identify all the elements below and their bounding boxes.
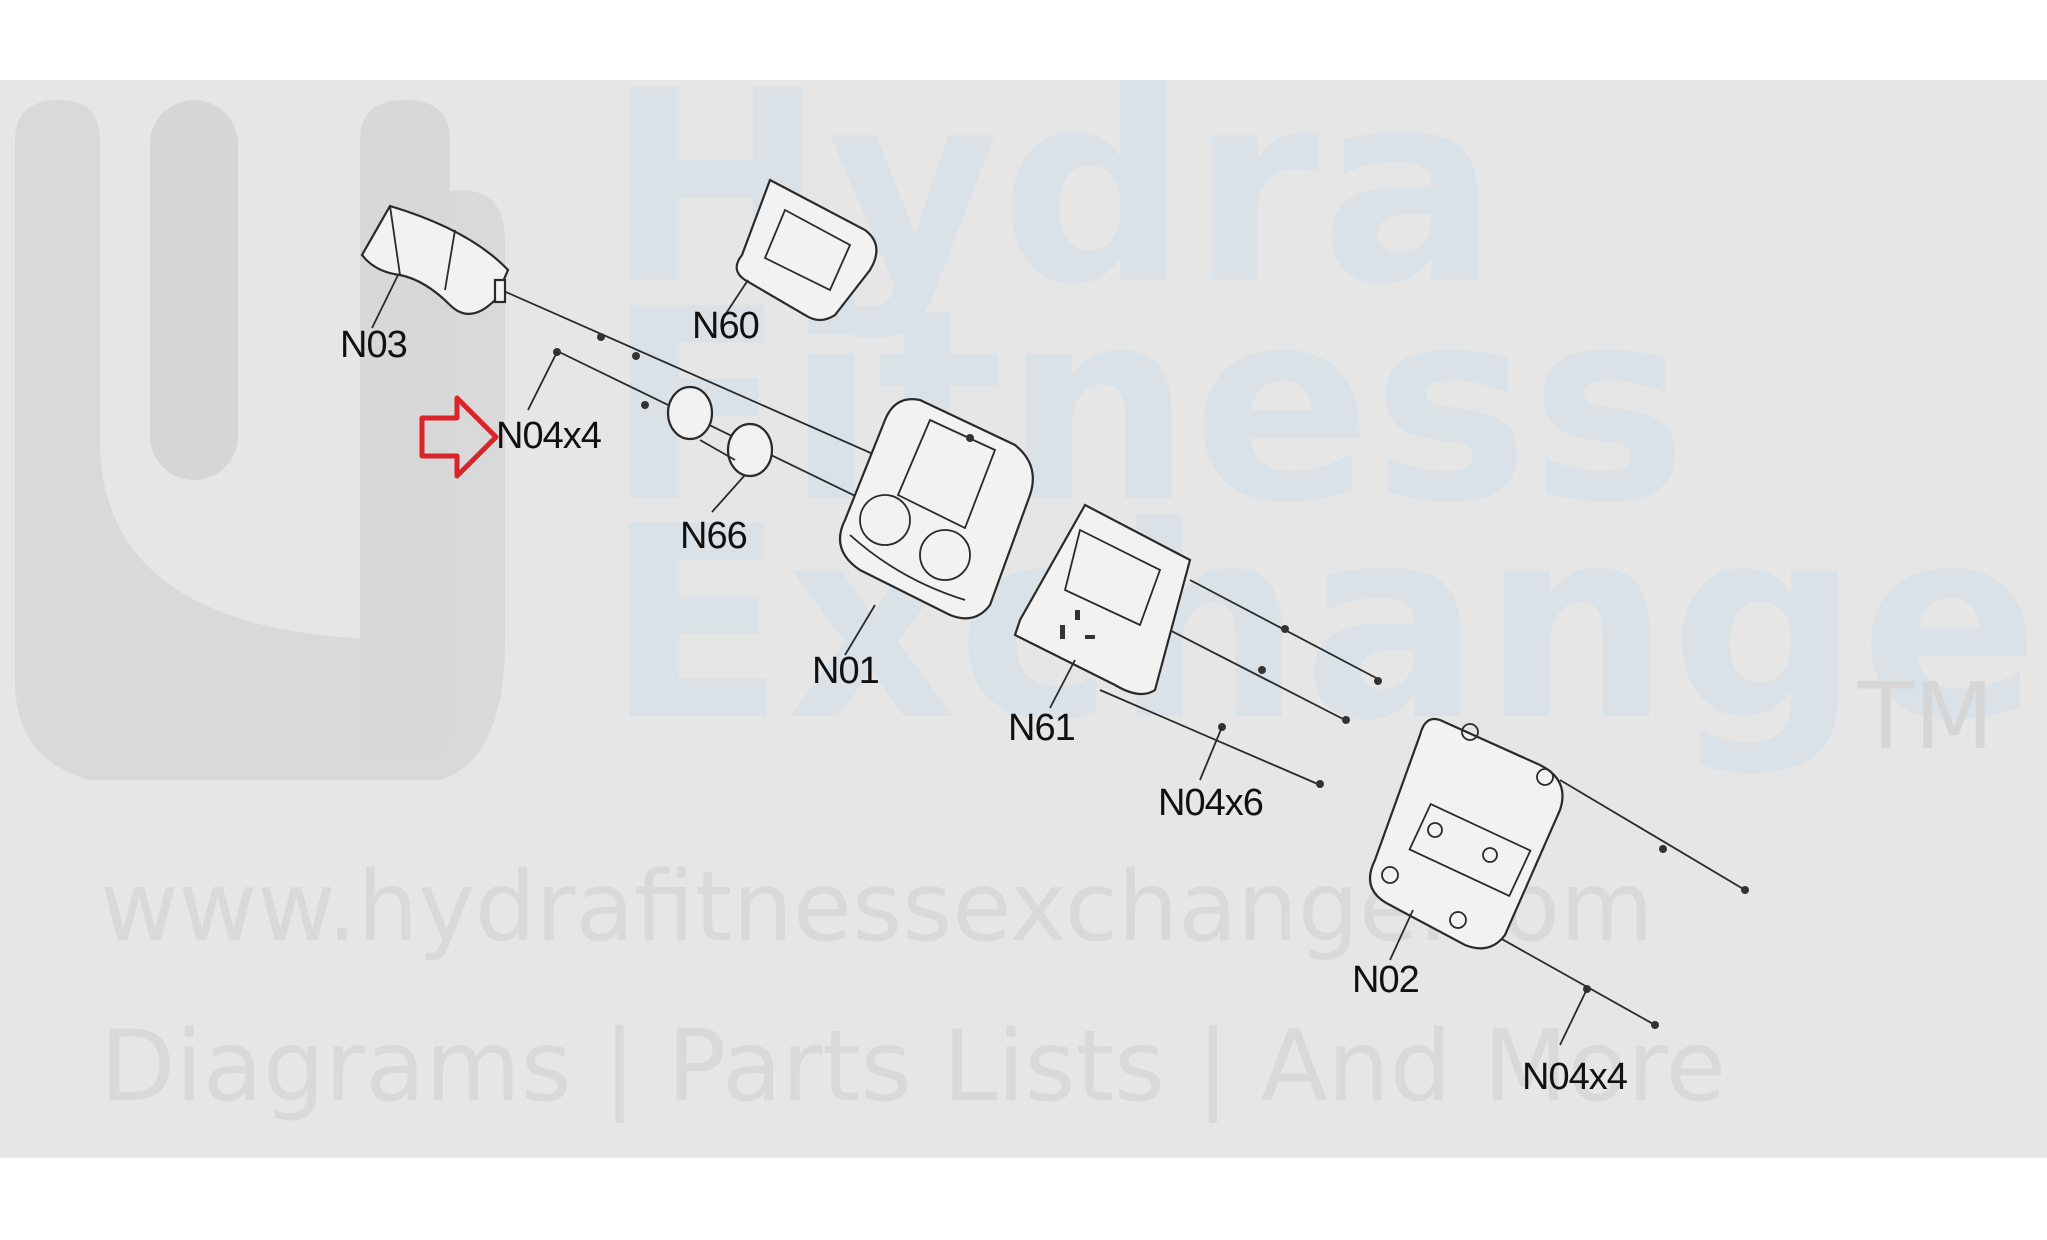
label-n04x4-top: N04x4 bbox=[496, 415, 602, 457]
part-n60-shape bbox=[735, 178, 878, 322]
label-n60: N60 bbox=[692, 305, 759, 347]
label-n61: N61 bbox=[1008, 707, 1075, 749]
part-n01-shape bbox=[838, 398, 1034, 620]
part-n03-shape bbox=[360, 204, 510, 315]
watermark-tagline: Diagrams | Parts Lists | And More bbox=[100, 1010, 1726, 1124]
watermark-line-3: Exchange bbox=[605, 471, 2040, 779]
part-n66-shape bbox=[666, 385, 774, 478]
part-n02-shape bbox=[1368, 717, 1564, 950]
exploded-diagram: Hydra Fitness Exchange TM www.hydrafitne… bbox=[15, 80, 2040, 1124]
label-n03: N03 bbox=[340, 324, 407, 366]
screws bbox=[553, 333, 1749, 1029]
label-n02: N02 bbox=[1352, 959, 1419, 1001]
part-n61-shape bbox=[1013, 503, 1192, 696]
label-n04x6: N04x6 bbox=[1158, 782, 1263, 824]
leader-lines bbox=[371, 274, 1588, 1046]
label-n66: N66 bbox=[680, 515, 747, 557]
label-n04x4-bottom: N04x4 bbox=[1522, 1056, 1628, 1098]
watermark-line-1: Hydra bbox=[605, 80, 1499, 343]
label-n01: N01 bbox=[812, 650, 879, 692]
right-arrow-icon bbox=[419, 395, 499, 479]
diagram-canvas: Hydra Fitness Exchange TM www.hydrafitne… bbox=[0, 80, 2047, 1158]
psi-logo-watermark bbox=[15, 100, 505, 780]
watermark-trademark: TM bbox=[1857, 663, 1994, 770]
